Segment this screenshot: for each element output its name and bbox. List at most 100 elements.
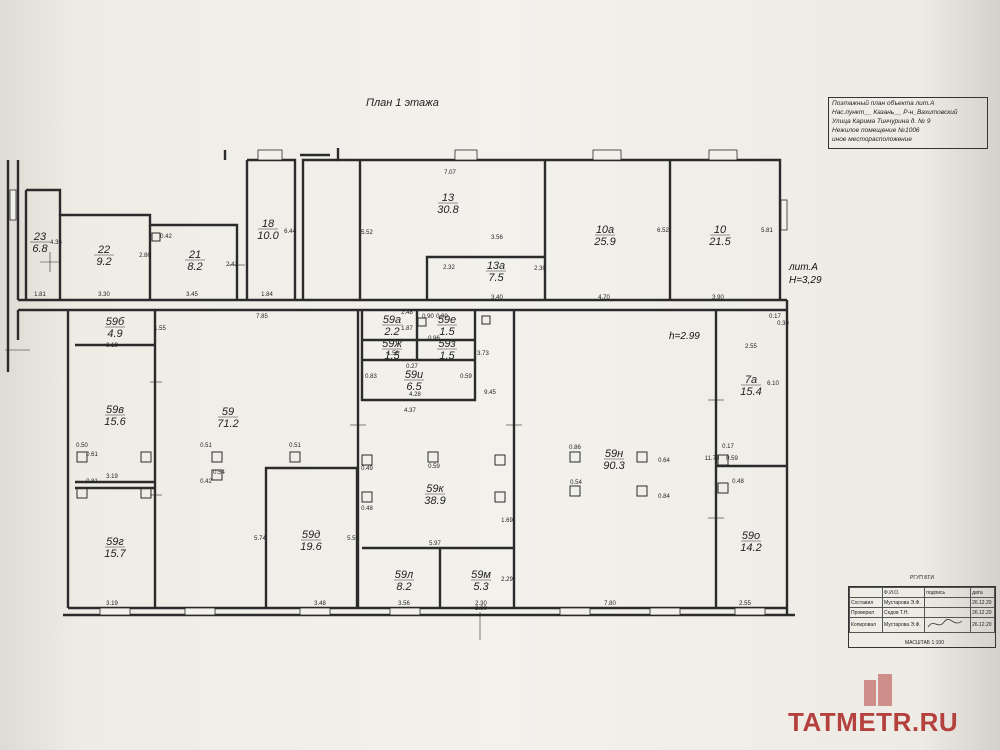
room-area: 1.5 bbox=[384, 350, 400, 362]
scale-label: МАСШТАБ 1:100 bbox=[905, 640, 944, 646]
dimension-value: 3.56 bbox=[491, 235, 503, 241]
dimension-value: 4.70 bbox=[598, 295, 610, 301]
room-number: 7а bbox=[745, 374, 757, 386]
room-number: 21 bbox=[188, 249, 201, 261]
stamp-role: Копировал bbox=[849, 617, 883, 633]
dimension-value: 0.51 bbox=[289, 443, 301, 449]
room-area: 6.8 bbox=[32, 243, 48, 255]
room-number: 59д bbox=[302, 529, 320, 541]
stamp-col-name: Ф.И.О. bbox=[881, 587, 926, 598]
dimension-value: 11.79 bbox=[705, 456, 720, 462]
stamp-signature bbox=[924, 617, 972, 633]
dimension-value: 0.83 bbox=[365, 374, 377, 380]
stamp-role: Проверил bbox=[849, 607, 883, 618]
dimension-value: 2.29 bbox=[501, 577, 513, 583]
room-area: 15.7 bbox=[104, 548, 126, 560]
room-number: 22 bbox=[97, 244, 110, 256]
dimension-value: 5.81 bbox=[761, 228, 773, 234]
room-area: 25.9 bbox=[593, 236, 615, 248]
info-line-street: Улица Карима Тинчурина д. № 9 bbox=[832, 118, 931, 125]
room-area: 38.9 bbox=[424, 495, 445, 507]
stamp-person: Седов Т.Н. bbox=[881, 607, 926, 618]
dimension-value: 2.41 bbox=[226, 262, 238, 268]
room-area: 5.3 bbox=[473, 581, 489, 593]
dimension-value: 0.59 bbox=[428, 464, 440, 470]
dimension-value: 3.48 bbox=[314, 601, 326, 607]
dimension-value: 0.50 bbox=[76, 443, 88, 449]
room-number: 59о bbox=[742, 530, 760, 542]
plan-title: План 1 этажа bbox=[366, 97, 439, 109]
dimension-marks bbox=[5, 252, 724, 640]
room-area: 8.2 bbox=[187, 261, 202, 273]
dimension-value: 0.17 bbox=[722, 444, 734, 450]
room-number: 59и bbox=[405, 369, 423, 381]
dimension-value: 3.56 bbox=[398, 601, 410, 607]
room-area: 8.2 bbox=[396, 581, 411, 593]
dimension-value: 0.48 bbox=[732, 479, 744, 485]
dimension-value: 6.10 bbox=[767, 381, 779, 387]
dimension-value: 0.59 bbox=[460, 374, 472, 380]
stamp-signature bbox=[924, 597, 972, 608]
room-area: 4.9 bbox=[107, 328, 122, 340]
dimension-value: 4.37 bbox=[404, 408, 416, 414]
stamp-table: Ф.И.О. подпись дата Составил Мустарова Э… bbox=[849, 587, 995, 633]
stamp-row: Копировал Мустарова Э.Ф. 26.12.20 bbox=[849, 617, 995, 633]
dimension-value: 2.30 bbox=[475, 601, 487, 607]
dimension-value: 5.52 bbox=[361, 230, 373, 236]
room-number: 10а bbox=[596, 224, 614, 236]
room-area: 10.0 bbox=[257, 230, 279, 242]
dimension-value: 3.45 bbox=[186, 292, 198, 298]
stamp-role: Составил bbox=[849, 597, 883, 608]
info-line-object: Поэтажный план объекта лит.А bbox=[832, 100, 935, 107]
info-line-location: иное месторасположение bbox=[832, 136, 912, 143]
room-number: 59н bbox=[605, 448, 623, 460]
stamp-date: 26.12.20 bbox=[970, 607, 995, 618]
dimension-value: 0.17 bbox=[769, 314, 781, 320]
room-number: 59 bbox=[222, 406, 234, 418]
dimension-value: 0.90 bbox=[422, 314, 434, 320]
dimension-value: 0.96 bbox=[428, 336, 440, 342]
stamp-row: Составил Мустарова Э.Ф. 26.12.20 bbox=[849, 597, 995, 608]
room-area: 30.8 bbox=[437, 204, 459, 216]
dimension-value: 2.55 bbox=[745, 344, 757, 350]
dimension-value: 2.55 bbox=[739, 601, 751, 607]
stamp-col-date: дата bbox=[970, 587, 995, 598]
dimension-value: 0.64 bbox=[658, 458, 670, 464]
info-line-premises: Нежилое помещение №1006 bbox=[832, 127, 920, 134]
dimension-value: 5.97 bbox=[429, 541, 441, 547]
dimension-value: 1.87 bbox=[401, 326, 413, 332]
stamp-col-signature: подпись bbox=[924, 587, 972, 598]
room-area: 2.2 bbox=[383, 326, 399, 338]
room-area: 1.5 bbox=[439, 326, 455, 338]
dimension-value: 0.54 bbox=[570, 480, 582, 486]
room-number: 13а bbox=[487, 260, 505, 272]
room-area: 71.2 bbox=[217, 418, 238, 430]
room-number: 59г bbox=[106, 536, 124, 548]
info-line-settlement: Нас.пункт__ Казань__ Р-н_Вахитовский bbox=[832, 109, 958, 116]
room-number: 59л bbox=[395, 569, 413, 581]
room-number: 59з bbox=[438, 338, 455, 350]
dimension-value: 5.74 bbox=[254, 536, 266, 542]
title-stamp: РГУП БТИ Ф.И.О. подпись дата Составил Му… bbox=[848, 575, 996, 648]
dimension-value: 3.73 bbox=[477, 351, 489, 357]
walls bbox=[6, 148, 795, 617]
dimension-value: 2.80 bbox=[139, 253, 151, 259]
room-number: 59е bbox=[438, 314, 456, 326]
dimension-value: 0.48 bbox=[361, 506, 373, 512]
dimension-value: 7.85 bbox=[256, 314, 268, 320]
room-area: 90.3 bbox=[603, 460, 625, 472]
dimension-value: 0.42 bbox=[160, 234, 172, 240]
room-number: 13 bbox=[442, 192, 455, 204]
dimension-value: 0.49 bbox=[361, 466, 373, 472]
room-area: 19.6 bbox=[300, 541, 322, 553]
room-area: 7.5 bbox=[488, 272, 504, 284]
dimension-value: 3.90 bbox=[712, 295, 724, 301]
dimension-value: 0.54 bbox=[213, 470, 225, 476]
dimension-value: 0.27 bbox=[406, 364, 418, 370]
lit-label: лит.А bbox=[789, 262, 818, 273]
dimension-value: 1.55 bbox=[154, 326, 166, 332]
dimension-value: 4.28 bbox=[409, 392, 421, 398]
